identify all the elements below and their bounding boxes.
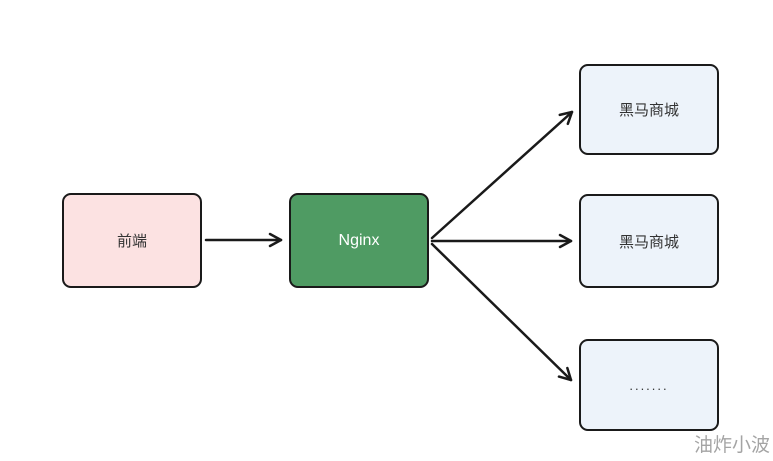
node-nginx-label: Nginx <box>338 231 380 249</box>
edge-nginx-to-more <box>430 242 573 382</box>
edge-nginx-to-shop-top <box>430 110 574 240</box>
node-nginx[interactable]: Nginx <box>289 193 429 288</box>
node-shop-mid[interactable]: 黑马商城 <box>579 194 719 288</box>
node-shop-mid-label: 黑马商城 <box>618 233 679 251</box>
node-more-label: ....... <box>629 377 669 393</box>
node-shop-top-label: 黑马商城 <box>618 102 679 119</box>
node-frontend-label: 前端 <box>116 233 147 250</box>
node-more[interactable]: ....... <box>579 339 719 431</box>
node-frontend[interactable]: 前端 <box>62 193 202 288</box>
watermark: 油炸小波 <box>693 435 770 456</box>
node-shop-top[interactable]: 黑马商城 <box>579 64 719 155</box>
